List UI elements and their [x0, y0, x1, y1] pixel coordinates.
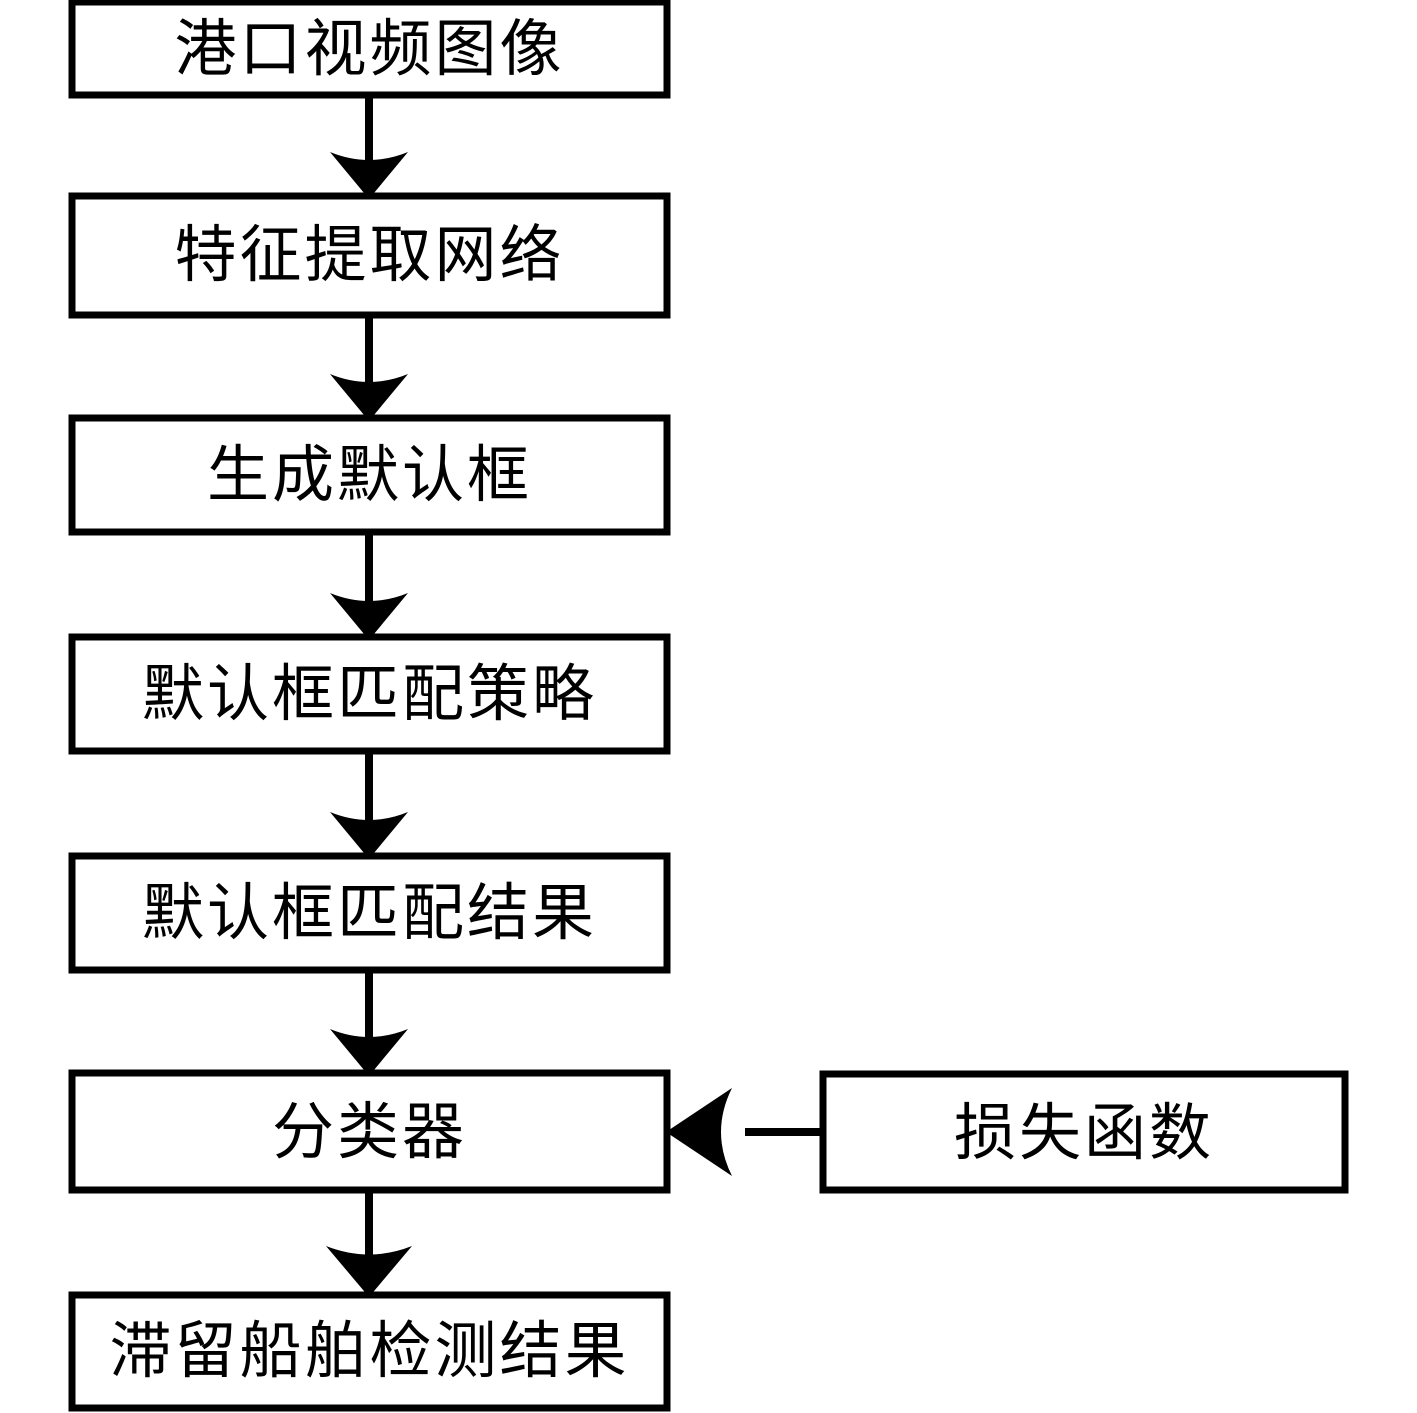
node-label: 港口视频图像: [174, 16, 564, 84]
node-port-video-image[interactable]: 港口视频图像: [68, 0, 671, 99]
edge-matching-result-to-classifier: [330, 970, 408, 1076]
arrow-head-down-icon: [326, 1246, 412, 1297]
arrow-head-down-icon: [330, 374, 408, 421]
node-default-box-matching-result[interactable]: 默认框匹配结果: [68, 852, 671, 974]
node-box: [68, 414, 671, 536]
node-label: 生成默认框: [207, 442, 532, 510]
arrow-head-down-icon: [330, 1029, 408, 1076]
arrow-head-down-icon: [330, 152, 408, 199]
edge-classifier-to-detection-result: [326, 1190, 412, 1297]
node-label: 损失函数: [954, 1100, 1214, 1168]
edge-port-video-to-feature-extraction: [330, 95, 408, 199]
node-box: [68, 1291, 671, 1412]
node-box: [68, 192, 671, 319]
edge-group: [326, 95, 823, 1297]
edge-feature-extraction-to-generate-default-boxes: [330, 315, 408, 421]
node-label: 默认框匹配策略: [142, 661, 597, 729]
node-feature-extraction-network[interactable]: 特征提取网络: [68, 192, 671, 319]
node-classifier[interactable]: 分类器: [68, 1069, 671, 1194]
node-box: [68, 633, 671, 755]
node-label: 滞留船舶检测结果: [109, 1318, 629, 1386]
edge-generate-default-boxes-to-matching-strategy: [330, 532, 408, 640]
arrow-head-down-icon: [330, 812, 408, 859]
edge-loss-function-to-classifier: [666, 1088, 823, 1176]
arrow-head-left-icon: [666, 1088, 732, 1176]
node-box: [68, 0, 671, 99]
arrow-head-down-icon: [330, 593, 408, 640]
node-label: 默认框匹配结果: [142, 880, 597, 948]
node-loss-function[interactable]: 损失函数: [819, 1070, 1349, 1194]
node-detained-ship-detection-result[interactable]: 滞留船舶检测结果: [68, 1291, 671, 1412]
node-box: [68, 1069, 671, 1194]
node-label: 分类器: [272, 1099, 467, 1167]
node-box: [68, 852, 671, 974]
edge-matching-strategy-to-matching-result: [330, 751, 408, 859]
node-default-box-matching-strategy[interactable]: 默认框匹配策略: [68, 633, 671, 755]
node-box: [819, 1070, 1349, 1194]
node-generate-default-boxes[interactable]: 生成默认框: [68, 414, 671, 536]
node-label: 特征提取网络: [174, 222, 564, 290]
